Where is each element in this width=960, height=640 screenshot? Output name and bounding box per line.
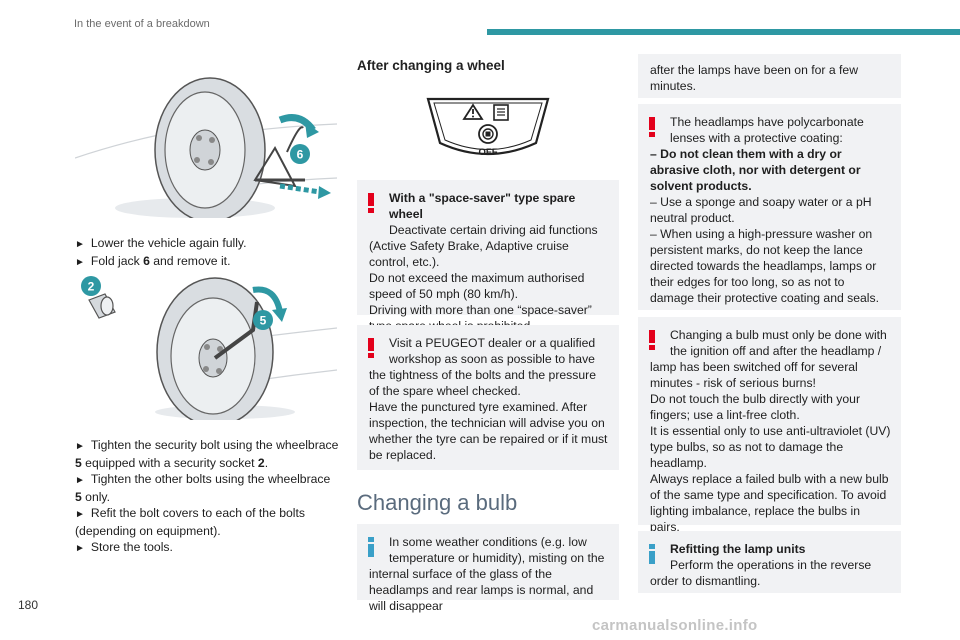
step-tighten-other-bolts: ►Tighten the other bolts using the wheel…: [75, 472, 331, 504]
warning-marker-icon: [368, 338, 374, 358]
info-refitting: Refitting the lamp units Perform the ope…: [638, 531, 901, 593]
step-refit-covers: ►Refit the bolt covers to each of the bo…: [75, 506, 305, 538]
warning-polycarbonate-line2: lenses with a protective coating:: [670, 131, 843, 145]
jack-fold-illustration: 6: [75, 77, 337, 218]
warning-space-saver: With a "space-saver" type spare wheel De…: [357, 180, 619, 333]
step-store-tools: ►Store the tools.: [75, 540, 173, 554]
service-book-icon: [493, 104, 509, 121]
warning-visit-dealer-line1: Visit a PEUGEOT dealer or a qualified: [389, 336, 596, 350]
steps-tighten: ►Tighten the security bolt using the whe…: [75, 437, 340, 557]
callout-2: 2: [88, 280, 95, 294]
info-refitting-text: Perform the operations in the reverse or…: [650, 558, 872, 588]
info-misting-line1: In some weather conditions (e.g. low: [389, 535, 587, 549]
warning-bulb-line2: the ignition off and after the headlamp …: [650, 344, 882, 390]
warning-polycarbonate-line1: The headlamps have polycarbonate: [670, 115, 864, 129]
callout-6: 6: [297, 148, 304, 162]
warning-visit-dealer-line2: workshop as soon as possible to have the…: [369, 352, 596, 398]
warning-bulb-change: Changing a bulb must only be done with t…: [638, 317, 901, 534]
warning-polycarbonate-bullet3: – When using a high-pressure washer on p…: [650, 227, 879, 305]
warning-bulb-line1: Changing a bulb must only be done with: [670, 328, 887, 342]
warning-triangle-icon: [462, 103, 484, 120]
info-refitting-title: Refitting the lamp units: [670, 542, 806, 556]
warning-marker-icon: [649, 117, 655, 137]
warning-marker-icon: [368, 193, 374, 213]
info-marker-icon: [649, 544, 655, 564]
step-lower-vehicle: ►Lower the vehicle again fully.: [75, 236, 247, 250]
warning-polycarbonate-bullet1: – Do not clean them with a dry or abrasi…: [650, 147, 861, 193]
warning-visit-dealer-line3: Have the punctured tyre examined. After …: [369, 400, 608, 462]
info-misting: In some weather conditions (e.g. low tem…: [357, 524, 619, 613]
step-tighten-security-bolt: ►Tighten the security bolt using the whe…: [75, 438, 339, 470]
warning-polycarbonate-bullet2: – Use a sponge and soapy water or a pH n…: [650, 195, 872, 225]
watermark: carmanualsonline.info: [592, 617, 758, 634]
info-misting-continued-text: after the lamps have been on for a few m…: [650, 63, 858, 93]
warning-space-saver-line1: Deactivate certain driving aid functions: [389, 223, 598, 237]
page-number: 180: [18, 598, 39, 612]
info-misting-line2: temperature or humidity), misting on the…: [369, 551, 605, 613]
warning-polycarbonate: The headlamps have polycarbonate lenses …: [638, 104, 901, 310]
section-title-changing-bulb: Changing a bulb: [357, 490, 518, 515]
warning-space-saver-title: With a "space-saver" type spare wheel: [389, 191, 576, 221]
dashboard-off-label: OFF: [479, 147, 498, 158]
warning-space-saver-line2: (Active Safety Brake, Adaptive cruise co…: [369, 239, 569, 269]
info-marker-icon: [368, 537, 374, 557]
warning-bulb-line3: Do not touch the bulb directly with your…: [650, 392, 861, 422]
steps-lower: ►Lower the vehicle again fully. ►Fold ja…: [75, 235, 340, 271]
security-bolt-illustration: 5 2: [81, 276, 337, 420]
driving-aid-off-icon: [478, 124, 498, 144]
heading-after-changing-wheel: After changing a wheel: [357, 58, 505, 73]
warning-space-saver-line3: Do not exceed the maximum authorised spe…: [369, 271, 585, 301]
callout-5: 5: [260, 314, 267, 328]
running-header: In the event of a breakdown: [74, 18, 210, 30]
security-socket-drawing: [88, 293, 116, 319]
warning-bulb-line5: Always replace a failed bulb with a new …: [650, 472, 889, 534]
warning-visit-dealer: Visit a PEUGEOT dealer or a qualified wo…: [357, 325, 619, 470]
info-misting-continued: after the lamps have been on for a few m…: [638, 54, 901, 98]
warning-bulb-line4: It is essential only to use anti-ultravi…: [650, 424, 891, 470]
step-fold-jack: ►Fold jack 6 and remove it.: [75, 254, 231, 268]
dashboard-warning-illustration: OFF: [426, 97, 550, 158]
header-accent-bar: [487, 29, 960, 35]
warning-marker-icon: [649, 330, 655, 350]
